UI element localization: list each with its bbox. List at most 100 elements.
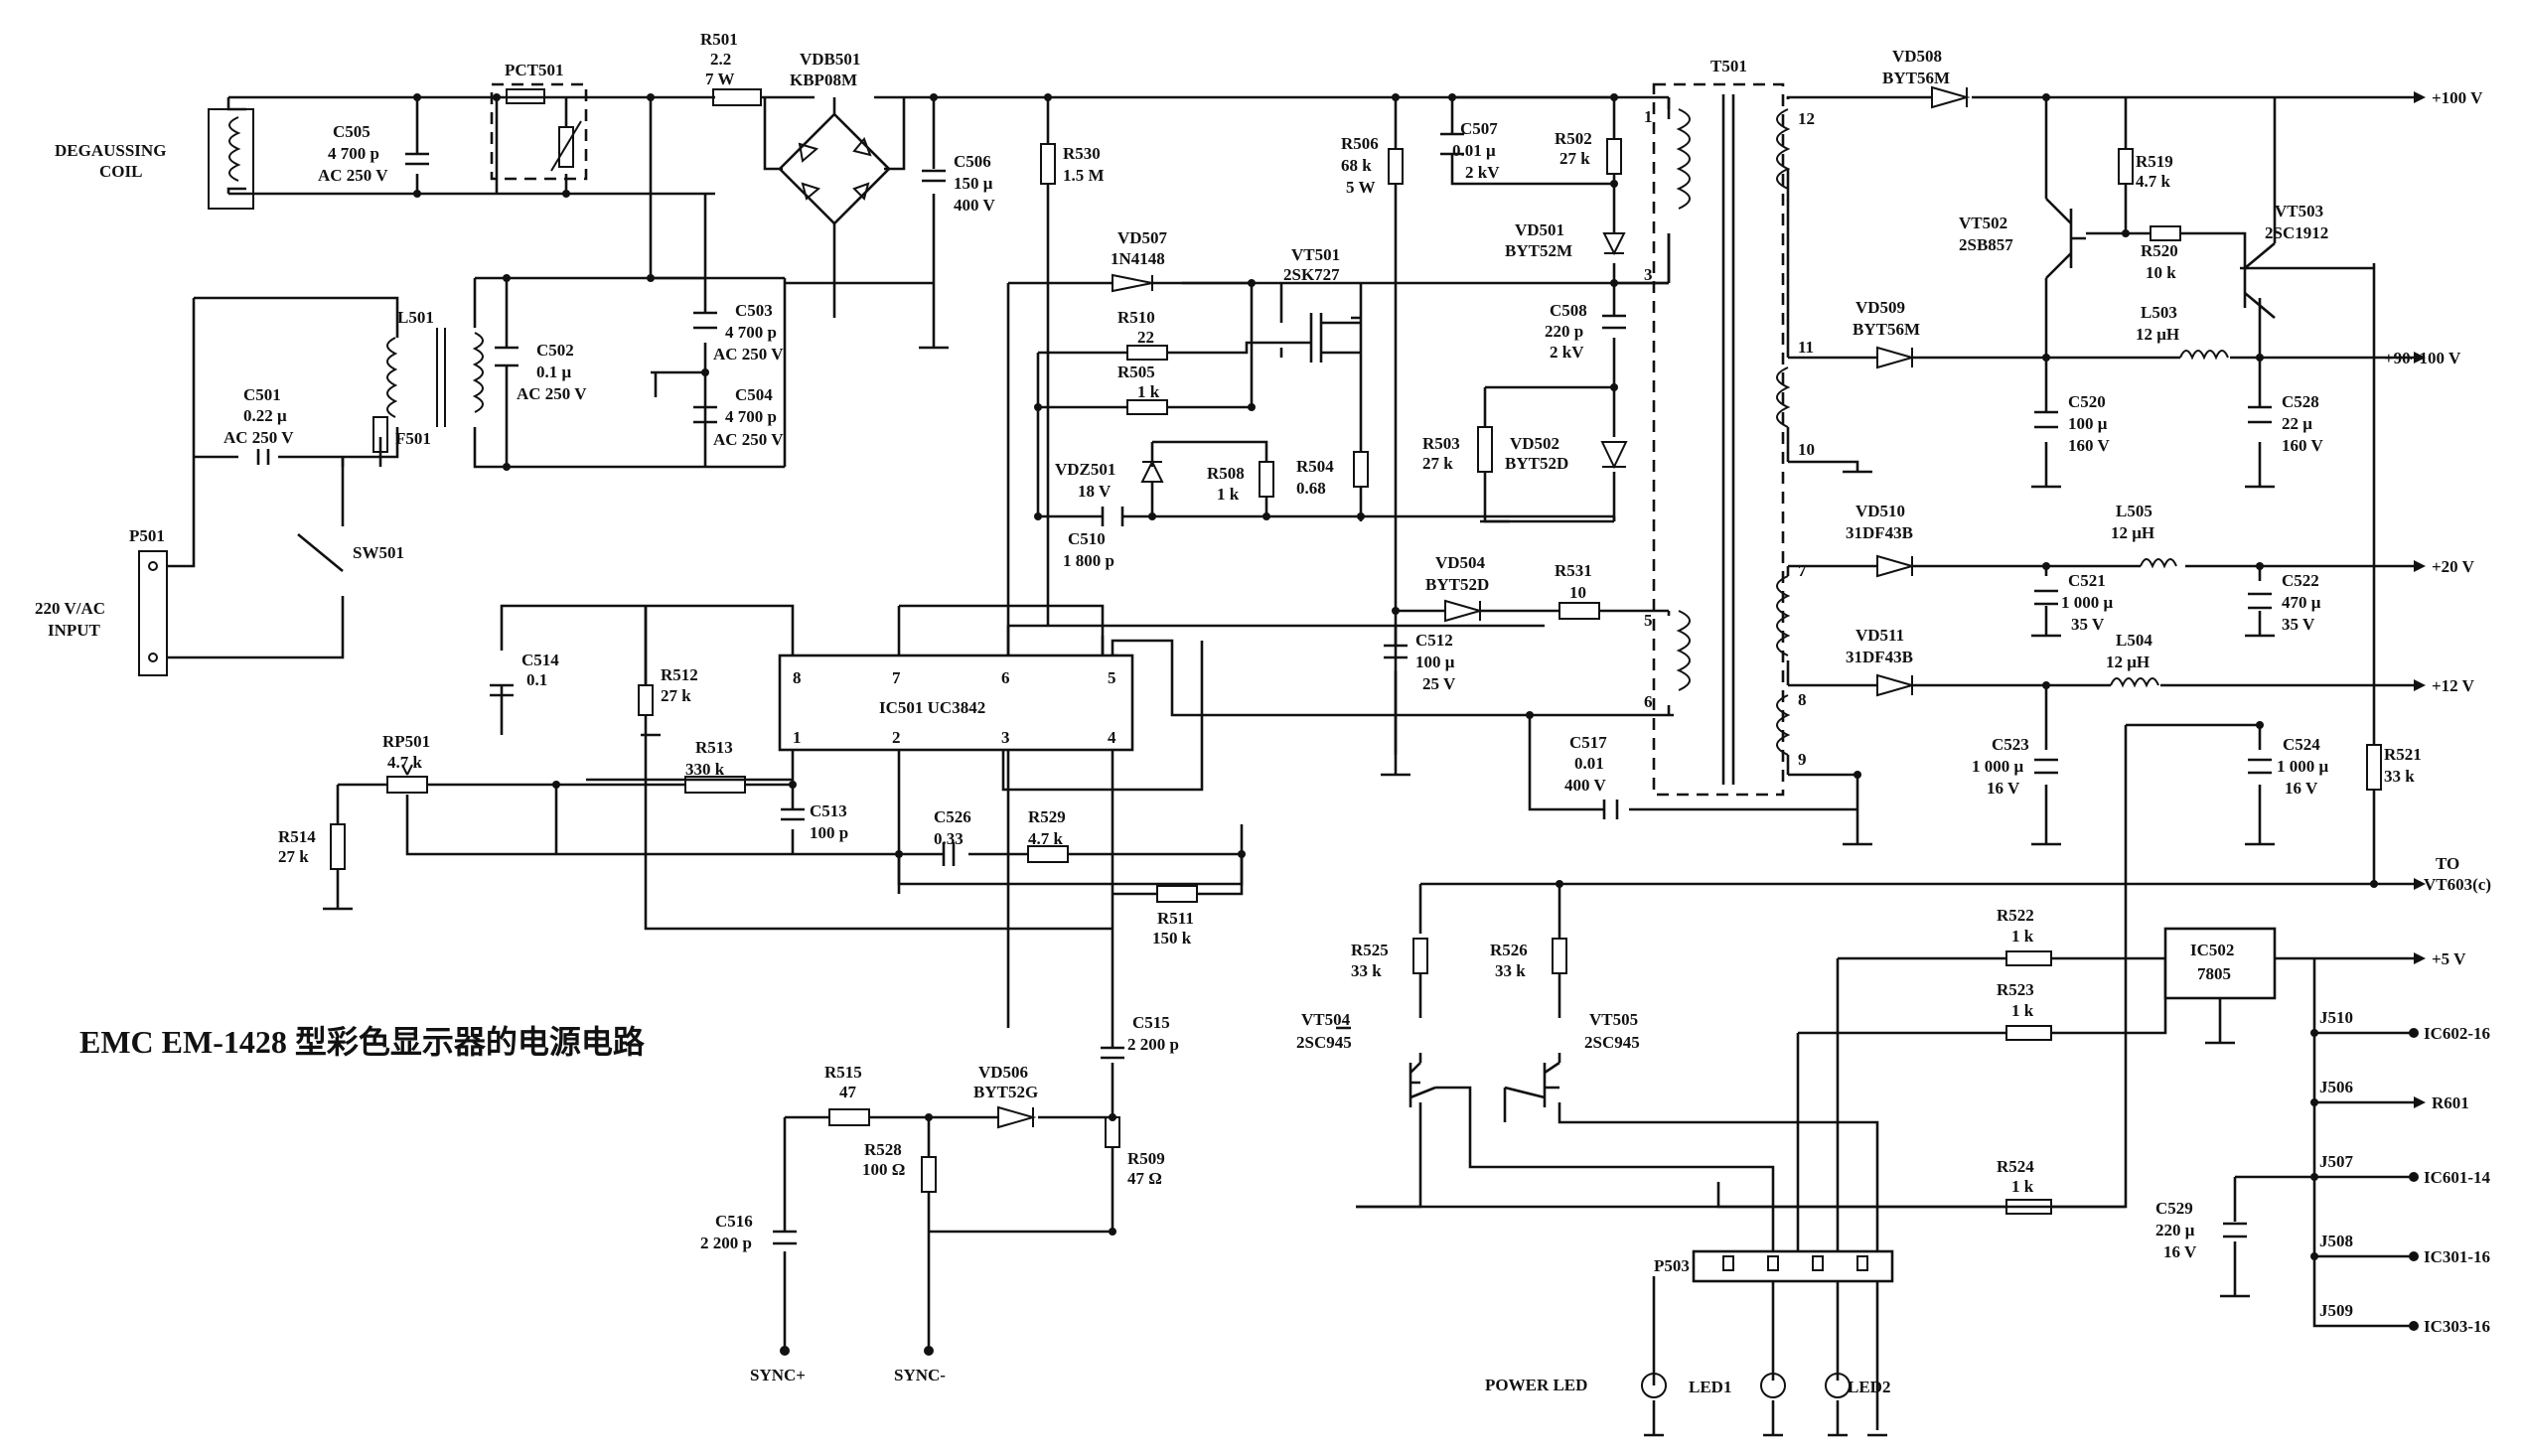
label-r526: R526 <box>1490 941 1528 959</box>
label-degauss-2: COIL <box>99 162 142 181</box>
label-c508-rating: 2 kV <box>1550 343 1584 362</box>
label-ic601-14: IC601-14 <box>2424 1168 2491 1187</box>
label-r531: R531 <box>1555 561 1592 580</box>
label-c523-value: 1 000 μ <box>1972 757 2024 776</box>
ic501-pin-7: 7 <box>892 668 901 687</box>
label-r506-power: 5 W <box>1346 178 1375 197</box>
label-r501-power: 7 W <box>705 70 734 88</box>
label-l503-value: 12 μH <box>2136 325 2179 344</box>
ic501-pin-8: 8 <box>793 668 802 687</box>
label-ic602-16: IC602-16 <box>2424 1024 2490 1043</box>
label-ic502: IC502 <box>2190 941 2234 959</box>
label-c522: C522 <box>2282 571 2319 590</box>
label-r524-value: 1 k <box>2011 1177 2034 1196</box>
label-r515: R515 <box>824 1063 862 1082</box>
label-rp501: RP501 <box>382 732 430 751</box>
label-c514: C514 <box>521 651 559 669</box>
label-r510: R510 <box>1117 308 1155 327</box>
label-c524-value: 1 000 μ <box>2277 757 2329 776</box>
label-r509: R509 <box>1127 1149 1165 1168</box>
label-c521-value: 1 000 μ <box>2061 593 2114 612</box>
label-vd511: VD511 <box>1855 626 1904 645</box>
label-vt505-type: 2SC945 <box>1584 1033 1640 1052</box>
label-r501-value: 2.2 <box>710 50 731 69</box>
label-r506: R506 <box>1341 134 1379 153</box>
label-c508: C508 <box>1550 301 1587 320</box>
label-j509: J509 <box>2319 1301 2353 1320</box>
label-vdb501-type: KBP08M <box>790 71 857 89</box>
label-c517: C517 <box>1569 733 1607 752</box>
label-r519: R519 <box>2136 152 2173 171</box>
label-vd506: VD506 <box>978 1063 1028 1082</box>
label-c517-value: 0.01 <box>1574 754 1604 773</box>
label-c506-rating: 400 V <box>954 196 995 215</box>
label-vt503-type: 2SC1912 <box>2265 223 2328 242</box>
label-r511-value: 150 k <box>1152 929 1192 947</box>
label-c516-value: 2 200 p <box>700 1234 752 1252</box>
label-r510-value: 22 <box>1137 328 1154 347</box>
label-r522-value: 1 k <box>2011 927 2034 946</box>
label-c506-value: 150 μ <box>954 174 993 193</box>
label-c522-rating: 35 V <box>2282 615 2315 634</box>
t501-pin-6: 6 <box>1644 692 1653 711</box>
label-vd510-type: 31DF43B <box>1846 523 1913 542</box>
output-vt603c: VT603(c) <box>2424 875 2491 894</box>
label-vd511-type: 31DF43B <box>1846 648 1913 666</box>
label-c520: C520 <box>2068 392 2106 411</box>
label-r501: R501 <box>700 30 738 49</box>
label-c501-rating: AC 250 V <box>223 428 294 447</box>
label-c526-value: 0.33 <box>934 829 964 848</box>
label-r506-value: 68 k <box>1341 156 1372 175</box>
label-l504-value: 12 μH <box>2106 653 2150 671</box>
t501-pin-5: 5 <box>1644 611 1653 630</box>
label-r503: R503 <box>1422 434 1460 453</box>
label-r504-value: 0.68 <box>1296 479 1326 498</box>
label-vdb501: VDB501 <box>800 50 860 69</box>
label-r520-value: 10 k <box>2146 263 2176 282</box>
label-r525-value: 33 k <box>1351 961 1382 980</box>
label-r524: R524 <box>1997 1157 2034 1176</box>
label-ic502-type: 7805 <box>2197 964 2231 983</box>
label-c512-value: 100 μ <box>1415 653 1455 671</box>
label-c522-value: 470 μ <box>2282 593 2321 612</box>
label-c521-rating: 35 V <box>2071 615 2105 634</box>
label-r515-value: 47 <box>839 1083 857 1101</box>
label-r525: R525 <box>1351 941 1389 959</box>
label-c503-rating: AC 250 V <box>713 345 784 364</box>
ic501-pin-1: 1 <box>793 728 802 747</box>
label-vd509-type: BYT56M <box>1853 320 1920 339</box>
output-to: TO <box>2436 854 2459 873</box>
label-input: INPUT <box>48 621 101 640</box>
label-c507-value: 0.01 μ <box>1452 141 1496 160</box>
label-r529: R529 <box>1028 807 1066 826</box>
t501-pin-1: 1 <box>1644 107 1653 126</box>
label-input-voltage: 220 V/AC <box>35 599 105 618</box>
label-led1: LED1 <box>1689 1378 1731 1396</box>
label-l505-value: 12 μH <box>2111 523 2154 542</box>
t501-pin-10: 10 <box>1798 440 1815 459</box>
label-power-led: POWER LED <box>1485 1376 1587 1394</box>
t501-pin-8: 8 <box>1798 690 1807 709</box>
label-c516: C516 <box>715 1212 753 1231</box>
label-r514: R514 <box>278 827 316 846</box>
label-vd504-type: BYT52D <box>1425 575 1489 594</box>
output-100v: +100 V <box>2432 88 2483 107</box>
label-c504-rating: AC 250 V <box>713 430 784 449</box>
label-c523-rating: 16 V <box>1987 779 2020 798</box>
label-r512-value: 27 k <box>661 686 691 705</box>
label-vd501: VD501 <box>1515 220 1564 239</box>
label-j508: J508 <box>2319 1232 2353 1250</box>
label-vd502: VD502 <box>1510 434 1559 453</box>
label-r505-value: 1 k <box>1137 382 1160 401</box>
label-c503-value: 4 700 p <box>725 323 777 342</box>
label-r505: R505 <box>1117 363 1155 381</box>
label-r531-value: 10 <box>1569 583 1586 602</box>
label-c502: C502 <box>536 341 574 360</box>
label-r530-value: 1.5 M <box>1063 166 1105 185</box>
t501-pin-12: 12 <box>1798 109 1815 128</box>
label-r502-value: 27 k <box>1559 149 1590 168</box>
label-vdz501: VDZ501 <box>1055 460 1115 479</box>
label-c524: C524 <box>2283 735 2320 754</box>
label-c523: C523 <box>1992 735 2029 754</box>
